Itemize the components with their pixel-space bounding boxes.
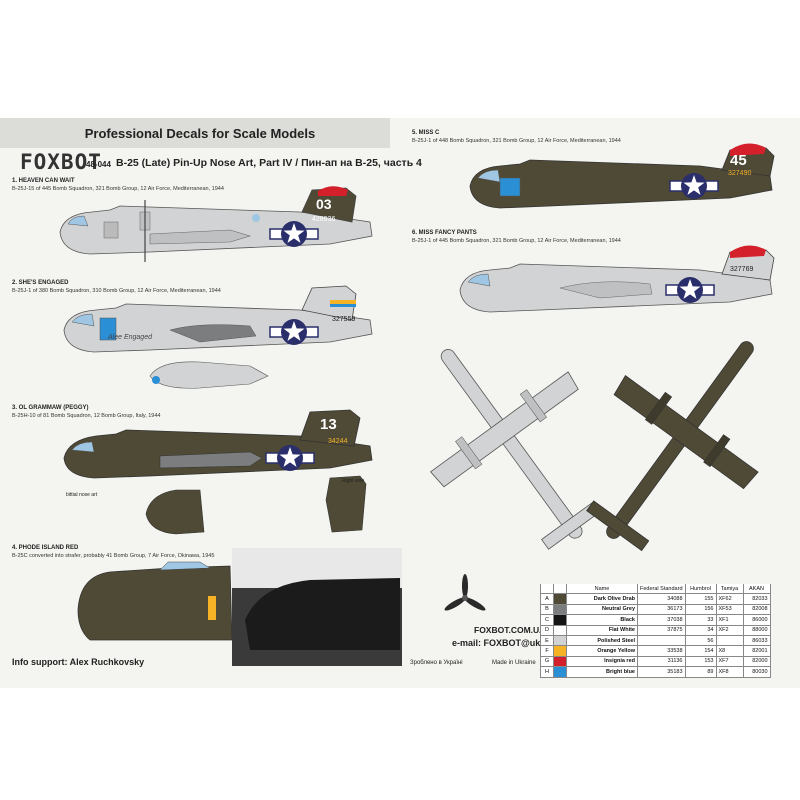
color-swatch	[553, 624, 567, 636]
scheme-2-profile	[63, 285, 373, 389]
scheme-5-profile	[469, 143, 775, 209]
scheme-6-heading: 6. MISS FANCY PANTS	[412, 230, 477, 236]
scheme-5-tail-code: 45	[730, 152, 747, 169]
scheme-6-desc: B-25J-1 of 445 Bomb Squadron, 321 Bomb G…	[412, 238, 621, 244]
scheme-3-tail-code: 13	[320, 416, 337, 433]
brand-logo: FOXBOT	[20, 150, 102, 174]
scheme-5-serial: 327490	[728, 170, 752, 177]
scheme-3-profile	[63, 409, 373, 535]
scheme-1-serial: 428936	[312, 216, 336, 223]
scheme-2-serial: 327559	[332, 316, 356, 323]
scheme-1-tail-code: 03	[316, 196, 332, 212]
scheme-1-profile	[59, 186, 373, 262]
scheme-3-note: bittial nose art	[66, 492, 98, 498]
header-federal-standard: Federal Standard	[637, 584, 686, 595]
scheme-6-profile	[459, 245, 775, 313]
silver-planform	[429, 349, 602, 550]
scheme-6-serial: 327769	[730, 266, 754, 273]
scheme-3-desc: B-25H-10 of 81 Bomb Squadron, 12 Bomb Gr…	[12, 413, 161, 419]
header-akan: AKAN	[742, 584, 771, 595]
made-in-ukraine-en: Made in Ukraine	[492, 660, 536, 666]
paint-reference-table: Name Federal Standard Humbrol Tamiya AKA…	[540, 584, 771, 678]
scheme-4-desc: B-25C converted into strafer, probably 4…	[12, 553, 215, 559]
color-swatch	[553, 593, 567, 605]
catalog-number: 48-044	[86, 160, 111, 169]
header-band	[0, 118, 390, 148]
scheme-3-heading: 3. OL GRAMMAW (PEGGY)	[12, 405, 89, 411]
color-swatch	[553, 603, 567, 616]
header-tamiya: Tamiya	[715, 584, 744, 595]
made-in-ukraine-ua: Зроблено в Україні	[410, 660, 463, 666]
color-swatch	[553, 614, 567, 626]
website-link[interactable]: FOXBOT.COM.UA	[474, 625, 546, 635]
scheme-1-desc: B-25J-15 of 445 Bomb Squadron, 321 Bomb …	[12, 186, 224, 192]
info-support: Info support: Alex Ruchkovsky	[12, 657, 145, 667]
scheme-2-heading: 2. SHE'S ENGAGED	[12, 280, 69, 286]
scheme-5-heading: 5. MISS C	[412, 130, 440, 136]
scheme-1-heading: 1. HEAVEN CAN WAIT	[12, 178, 75, 184]
sheet-title: B-25 (Late) Pin-Up Nose Art, Part IV / П…	[116, 157, 422, 169]
email-link[interactable]: e-mail: FOXBOT@ukr.net	[452, 638, 560, 648]
scheme-4-profile	[77, 561, 233, 641]
scheme-2-desc: B-25J-1 of 380 Bomb Squadron, 310 Bomb G…	[12, 288, 221, 294]
color-swatch	[553, 666, 567, 678]
color-swatch	[553, 655, 567, 668]
olive-planform	[586, 341, 759, 552]
scheme-2-nose-text: Alee Engaged	[108, 334, 152, 341]
tagline: Professional Decals for Scale Models	[84, 126, 316, 141]
propeller-icon	[444, 574, 486, 611]
header-name: Name	[566, 584, 638, 595]
header-humbrol: Humbrol	[684, 584, 717, 595]
scheme-3-serial: 34244	[328, 438, 348, 445]
paint-table-header: Name Federal Standard Humbrol Tamiya AKA…	[540, 584, 771, 595]
color-swatch	[553, 634, 567, 647]
color-swatch	[553, 645, 567, 657]
scheme-3-right-side: Right side	[342, 478, 365, 484]
scheme-4-heading: 4. PHODE ISLAND RED	[12, 545, 79, 551]
scheme-5-desc: B-25J-1 of 448 Bomb Squadron, 321 Bomb G…	[412, 138, 621, 144]
